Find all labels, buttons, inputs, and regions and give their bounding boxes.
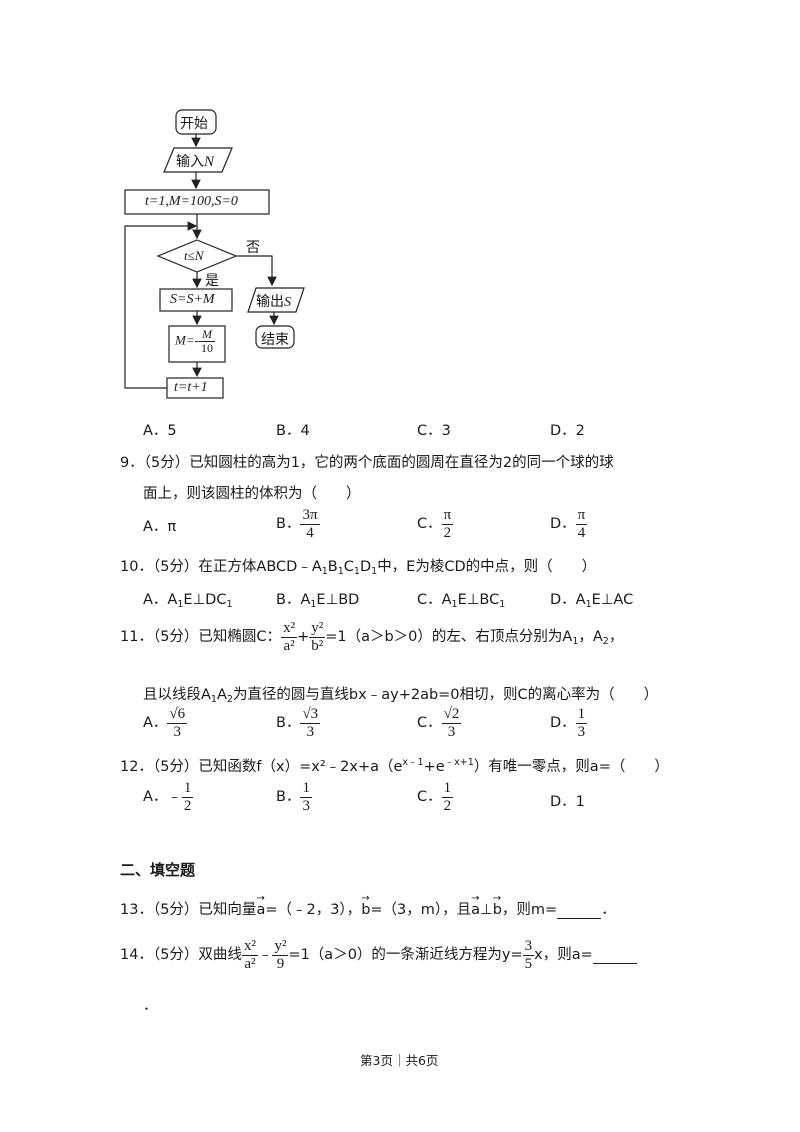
q11-f1-den: a² bbox=[283, 637, 295, 654]
flow-end-label: 结束 bbox=[261, 332, 289, 348]
flow-start-label: 开始 bbox=[180, 116, 208, 132]
q12-choice-d[interactable]: D．1 bbox=[550, 794, 585, 810]
q8-choice-d[interactable]: D．2 bbox=[550, 423, 585, 439]
q11-f1-num: x² bbox=[281, 620, 298, 638]
flow-m-num: M bbox=[198, 327, 215, 343]
q12-stem: 12．（5分）已知函数f（x）=x²﹣2x+a（ex﹣1+e﹣x+1）有唯一零点… bbox=[120, 757, 669, 775]
flow-cond-label: t≤N bbox=[184, 248, 204, 263]
flow-sum-box bbox=[159, 288, 233, 312]
flow-sum-label: S=S+M bbox=[170, 292, 215, 307]
flow-inc-label: t=t+1 bbox=[174, 380, 208, 395]
flow-init-label: t=1,M=100,S=0 bbox=[145, 194, 238, 209]
flow-m-den: 10 bbox=[200, 341, 213, 356]
flow-yes-label: 是 bbox=[205, 273, 219, 289]
q9-c-den: 2 bbox=[443, 524, 452, 541]
flow-output-label: 输出S bbox=[256, 291, 291, 311]
flow-input-var: N bbox=[204, 154, 215, 170]
q10-choice-c[interactable]: C．A1E⊥BC1 bbox=[417, 592, 506, 610]
q13-answer-blank[interactable] bbox=[557, 902, 602, 919]
section-title: 二、填空题 bbox=[120, 861, 196, 879]
q9-b-label: B． bbox=[276, 516, 301, 532]
flow-output-var: S bbox=[284, 295, 291, 310]
flowchart bbox=[124, 109, 305, 399]
q11-f2-num: y² bbox=[309, 620, 326, 638]
q9-d-den: 4 bbox=[577, 524, 586, 541]
page-footer: 第3页｜共6页 bbox=[360, 1053, 439, 1068]
q9-stem-cont: 面上，则该圆柱的体积为（ ） bbox=[143, 486, 361, 502]
q9-c-num: π bbox=[441, 507, 454, 525]
flow-output-text: 输出 bbox=[256, 294, 284, 310]
flow-m-lhs: M=- bbox=[175, 332, 199, 348]
q8-choice-b[interactable]: B．4 bbox=[276, 423, 310, 439]
flow-input-label: 输入N bbox=[176, 151, 214, 171]
q13-stem: 13．（5分）已知向量→a=（﹣2，3），→b=（3，m），且→a⊥→b，则m=… bbox=[120, 893, 616, 919]
q9-choice-a[interactable]: A．π bbox=[143, 519, 177, 535]
q8-choice-a[interactable]: A．5 bbox=[143, 423, 177, 439]
q9-c-label: C． bbox=[417, 516, 442, 532]
q9-b-num: 3π bbox=[300, 507, 320, 525]
q10-choice-d[interactable]: D．A1E⊥AC bbox=[550, 592, 634, 610]
q14-answer-blank[interactable] bbox=[592, 947, 637, 964]
flow-end-box bbox=[255, 325, 295, 349]
q10-choice-a[interactable]: A．A1E⊥DC1 bbox=[143, 592, 233, 610]
q11-stem-line2: 且以线段A1A2为直径的圆与直线bx﹣ay+2ab=0相切，则C的离心率为（ ） bbox=[143, 687, 659, 705]
q9-d-label: D． bbox=[550, 516, 576, 532]
q8-choice-c[interactable]: C．3 bbox=[417, 423, 451, 439]
flow-input-text: 输入 bbox=[176, 154, 204, 170]
q10-stem: 10．（5分）在正方体ABCD﹣A1B1C1D1中，E为棱CD的中点，则（ ） bbox=[120, 559, 597, 577]
q11-f2-den: b² bbox=[311, 637, 324, 654]
flow-output-box bbox=[247, 287, 305, 313]
q9-stem: 9．（5分）已知圆柱的高为1，它的两个底面的圆周在直径为2的同一个球的球 bbox=[120, 455, 614, 471]
q14-end-dot: ． bbox=[143, 998, 158, 1014]
flow-input-box bbox=[163, 147, 233, 173]
q10-choice-b[interactable]: B．A1E⊥BD bbox=[276, 592, 360, 610]
flow-no-label: 否 bbox=[246, 240, 260, 256]
q9-d-num: π bbox=[575, 507, 588, 525]
q9-b-den: 4 bbox=[306, 524, 314, 541]
